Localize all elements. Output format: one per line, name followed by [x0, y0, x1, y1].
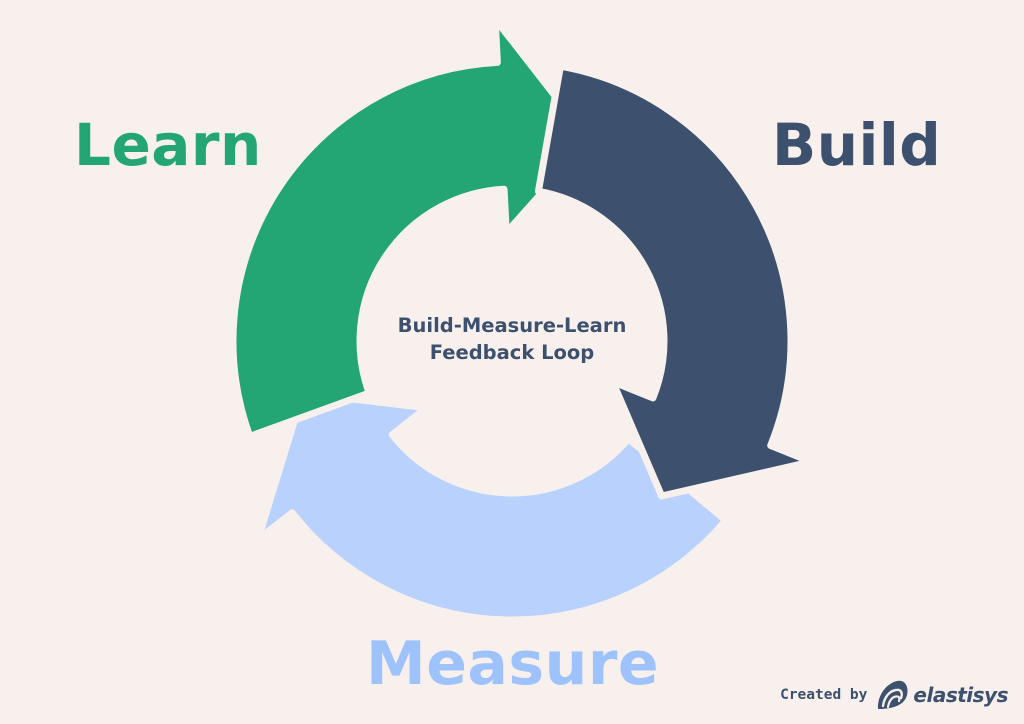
arrow-learn: [229, 15, 593, 440]
elastisys-logo-icon: [878, 680, 908, 709]
stage-label-build: Build: [772, 111, 942, 179]
arrow-measure: [254, 389, 730, 624]
stage-label-measure: Measure: [366, 629, 660, 699]
created-by-text: Created by: [780, 687, 868, 703]
diagram-title: Build-Measure-Learn Feedback Loop: [312, 312, 712, 366]
credit-footer: Created by elastisys: [780, 679, 1008, 711]
stage-label-learn: Learn: [74, 111, 262, 179]
brand-name: elastisys: [913, 683, 1008, 707]
arrow-build: [534, 62, 815, 500]
brand-logo: elastisys: [875, 679, 1008, 711]
diagram-title-line-2: Feedback Loop: [429, 341, 595, 364]
diagram-title-line-1: Build-Measure-Learn: [397, 314, 627, 337]
